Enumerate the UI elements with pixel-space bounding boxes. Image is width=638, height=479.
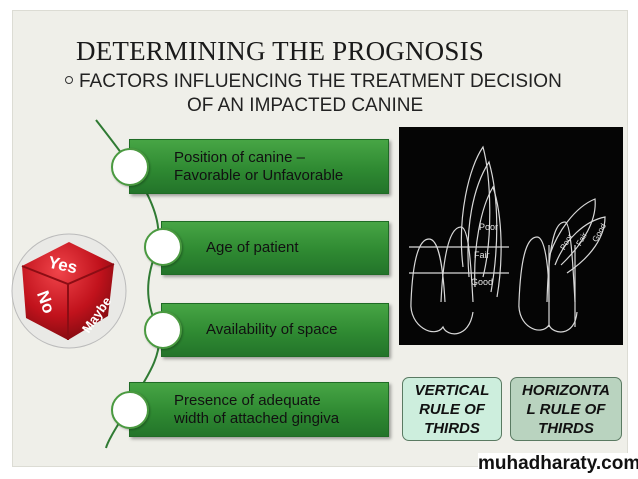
- vertical-rule-of-thirds-box: VERTICAL RULE OF THIRDS: [402, 377, 502, 441]
- factor-attached-gingiva: Presence of adequate width of attached g…: [129, 382, 389, 437]
- factor-4-line-2: width of attached gingiva: [174, 409, 340, 427]
- factor-availability-of-space: Availability of space: [161, 303, 389, 357]
- horizontal-rule-of-thirds-box: HORIZONTA L RULE OF THIRDS: [510, 377, 622, 441]
- factor-2-circle: [144, 228, 182, 266]
- factor-2-line-1: Age of patient: [206, 239, 299, 256]
- horizontal-rule-line-3: THIRDS: [538, 419, 594, 437]
- horizontal-rule-line-2: L RULE OF: [526, 400, 606, 418]
- subtitle-line-2: OF AN IMPACTED CANINE: [187, 95, 424, 116]
- diagram-label-fair: Fair: [474, 250, 490, 260]
- factor-1-line-1: Position of canine –: [174, 148, 305, 166]
- factor-4-circle: [111, 391, 149, 429]
- diagram-label-good: Good: [471, 277, 493, 287]
- factor-3-circle: [144, 311, 182, 349]
- decision-dice-icon: Yes No Maybe: [11, 233, 127, 349]
- factor-1-circle: [111, 148, 149, 186]
- vertical-rule-line-1: VERTICAL: [414, 381, 490, 399]
- factor-1-line-2: Favorable or Unfavorable: [174, 166, 344, 184]
- slide-title: DETERMINING THE PROGNOSIS: [76, 36, 485, 66]
- bullet-circle-icon: [65, 75, 73, 84]
- factor-4-line-1: Presence of adequate: [174, 391, 321, 409]
- watermark-site: muhadharaty.com: [478, 453, 638, 475]
- subtitle-line-1: FACTORS INFLUENCING THE TREATMENT DECISI…: [79, 71, 562, 92]
- slide-subtitle: FACTORS INFLUENCING THE TREATMENT DECISI…: [65, 70, 605, 118]
- factor-3-line-1: Availability of space: [206, 321, 338, 338]
- vertical-rule-line-3: THIRDS: [424, 419, 480, 437]
- factor-position-of-canine: Position of canine – Favorable or Unfavo…: [129, 139, 389, 194]
- factor-age-of-patient: Age of patient: [161, 221, 389, 275]
- horizontal-rule-line-1: HORIZONTA: [521, 381, 611, 399]
- vertical-rule-line-2: RULE OF: [419, 400, 485, 418]
- diagram-label-poor: Poor: [479, 222, 498, 232]
- canine-position-diagram: Poor Fair Good Poor Fair Good: [399, 127, 623, 345]
